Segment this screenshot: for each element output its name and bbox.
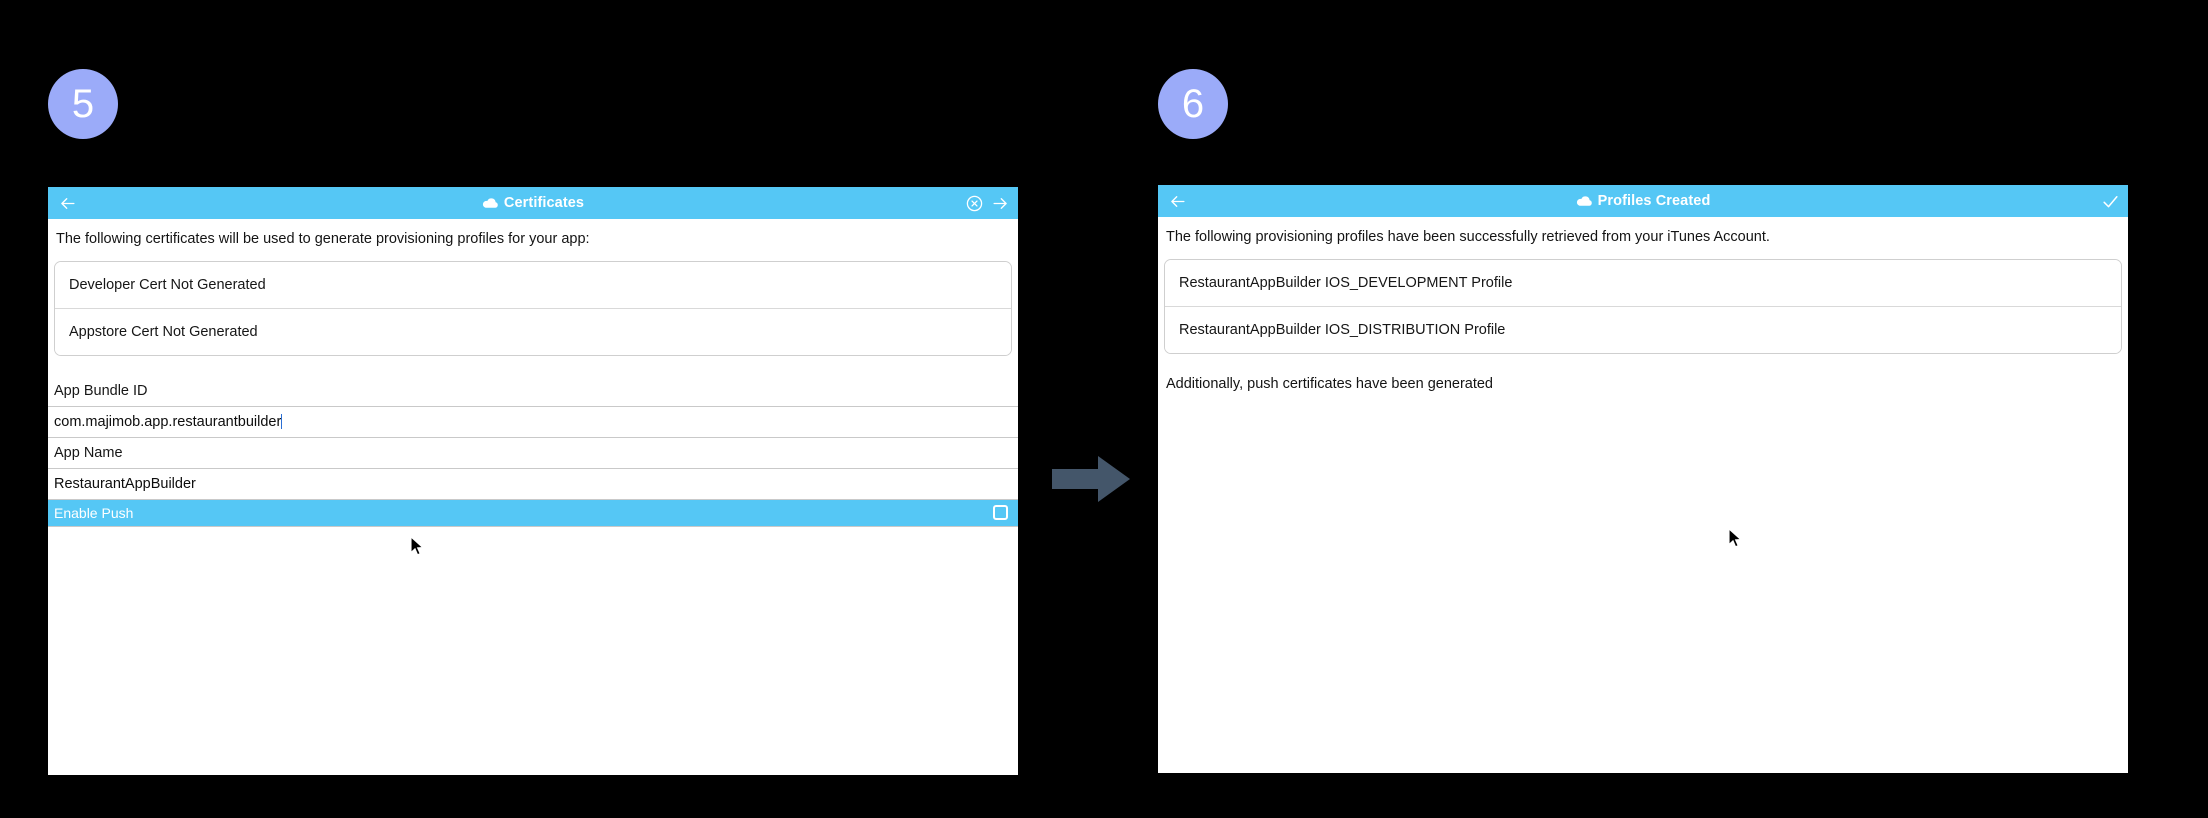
certificates-screen: Certificates The following certificates … [48,187,1018,775]
close-circle-icon[interactable] [966,195,983,212]
list-item[interactable]: RestaurantAppBuilder IOS_DISTRIBUTION Pr… [1165,305,2121,353]
list-item-label: RestaurantAppBuilder IOS_DEVELOPMENT Pro… [1179,274,1513,291]
profiles-intro-text: The following provisioning profiles have… [1166,229,1770,245]
titlebar-actions [2101,185,2120,217]
titlebar-title-group: Profiles Created [1576,193,1711,209]
certificates-titlebar: Certificates [48,187,1018,219]
certificates-body: The following certificates will be used … [48,219,1018,775]
arrow-left-icon [61,197,75,209]
page-title: Certificates [503,195,585,211]
profiles-body: The following provisioning profiles have… [1158,217,2128,773]
titlebar-actions [966,187,1010,219]
page-title: Profiles Created [1597,193,1711,209]
checkbox-unchecked-icon[interactable] [993,505,1008,521]
cloud-icon [1576,195,1592,206]
cloud-icon [482,197,498,208]
enable-push-row[interactable]: Enable Push [48,499,1018,527]
text-caret [281,414,283,430]
list-item[interactable]: Appstore Cert Not Generated [55,307,1011,355]
profiles-titlebar: Profiles Created [1158,185,2128,217]
titlebar-title-group: Certificates [482,195,584,211]
profiles-created-screen: Profiles Created The following provision… [1158,185,2128,773]
app-name-input[interactable]: RestaurantAppBuilder [48,468,1018,500]
bundle-id-value: com.majimob.app.restaurantbuilder [54,413,282,430]
step-badge-5: 5 [48,69,118,139]
arrow-right-icon[interactable] [991,194,1010,213]
list-item-label: RestaurantAppBuilder IOS_DISTRIBUTION Pr… [1179,321,1506,338]
arrow-right-thick-icon [1052,456,1130,502]
list-item[interactable]: RestaurantAppBuilder IOS_DEVELOPMENT Pro… [1165,259,2121,306]
back-button[interactable] [1168,185,1187,217]
arrow-left-icon [1171,195,1185,207]
list-item-label: Appstore Cert Not Generated [69,323,258,340]
list-item-label: Developer Cert Not Generated [69,276,266,293]
push-certificates-note: Additionally, push certificates have bee… [1166,375,1494,392]
enable-push-label: Enable Push [54,504,134,521]
bundle-id-label: App Bundle ID [48,376,1018,407]
back-button[interactable] [58,187,77,219]
certificates-list: Developer Cert Not Generated Appstore Ce… [54,260,1012,356]
app-details-form: App Bundle ID com.majimob.app.restaurant… [48,376,1018,527]
profiles-list: RestaurantAppBuilder IOS_DEVELOPMENT Pro… [1164,258,2122,354]
list-item[interactable]: Developer Cert Not Generated [55,261,1011,308]
app-name-value: RestaurantAppBuilder [54,475,196,492]
bundle-id-input[interactable]: com.majimob.app.restaurantbuilder [48,406,1018,438]
check-icon[interactable] [2101,192,2120,211]
app-name-label: App Name [48,438,1018,469]
step-badge-6: 6 [1158,69,1228,139]
certificates-intro-text: The following certificates will be used … [56,231,590,247]
